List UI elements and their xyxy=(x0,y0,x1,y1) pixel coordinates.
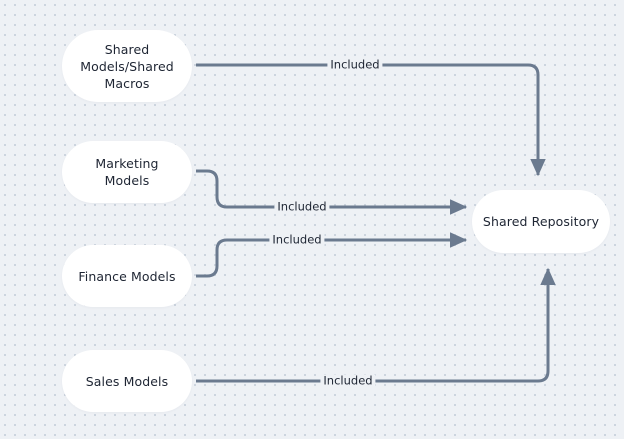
node-shared-repository-label: Shared Repository xyxy=(482,214,600,229)
node-sales-models-label: Sales Models xyxy=(85,373,169,389)
edge-finance-models-to-repository xyxy=(196,232,468,278)
edge-label-marketing-models-to-repository: Included xyxy=(274,200,330,214)
node-marketing-models[interactable]: Marketing Models xyxy=(62,141,192,203)
node-finance-models[interactable]: Finance Models xyxy=(62,245,192,307)
edge-label-shared-models-to-repository: Included xyxy=(327,58,383,72)
node-finance-models-label: Finance Models xyxy=(78,268,176,284)
edge-label-sales-models-to-repository: Included xyxy=(320,374,376,388)
edge-sales-models-to-repository xyxy=(196,267,556,383)
edge-marketing-models-to-repository xyxy=(196,169,468,215)
node-shared-models-label: Shared Models/Shared Macros xyxy=(80,41,174,91)
node-shared-repository[interactable]: Shared Repository xyxy=(472,190,610,253)
node-sales-models[interactable]: Sales Models xyxy=(62,350,192,412)
node-shared-models[interactable]: Shared Models/Shared Macros xyxy=(62,30,192,102)
edge-label-finance-models-to-repository: Included xyxy=(269,233,325,247)
edge-shared-models-to-repository xyxy=(196,63,546,177)
node-marketing-models-label: Marketing Models xyxy=(95,156,159,188)
